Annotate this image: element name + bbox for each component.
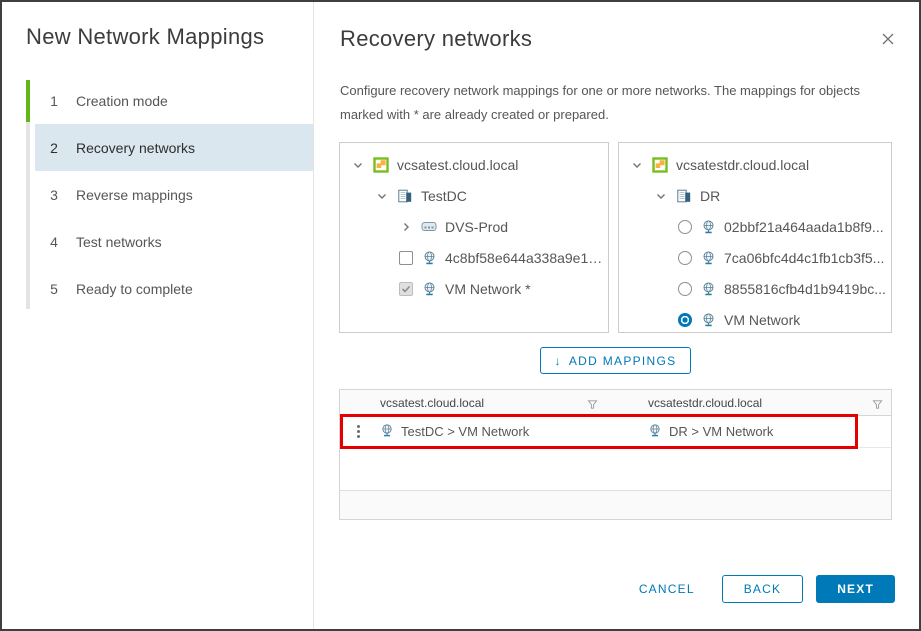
mapping-target-cell: DR > VM Network <box>644 423 891 441</box>
table-empty-area <box>340 448 891 491</box>
tree-node-label: vcsatestdr.cloud.local <box>676 156 810 173</box>
datacenter-icon <box>396 188 414 204</box>
network-radio-selected[interactable] <box>677 312 693 327</box>
sidebar-step-reverse-mappings[interactable]: 3 Reverse mappings <box>35 171 313 218</box>
tree-node-label: VM Network <box>724 311 801 328</box>
wizard-title: New Network Mappings <box>26 24 265 49</box>
wizard-steps: 1 Creation mode 2 Recovery networks 3 Re… <box>26 77 313 312</box>
mappings-table: vcsatest.cloud.local vcsatestdr.cloud.lo… <box>339 389 892 520</box>
network-radio[interactable] <box>677 281 693 296</box>
chevron-down-icon[interactable] <box>629 159 645 171</box>
network-icon <box>699 312 717 328</box>
network-icon <box>420 281 438 297</box>
mapping-target-path: DR > VM Network <box>669 424 774 439</box>
step-label: Reverse mappings <box>76 186 193 203</box>
step-label: Ready to complete <box>76 280 193 297</box>
chevron-down-icon[interactable] <box>350 159 366 171</box>
tree-node-target-datacenter[interactable]: DR <box>623 180 887 211</box>
sidebar-step-ready-to-complete[interactable]: 5 Ready to complete <box>35 265 313 312</box>
tree-node-source-datacenter[interactable]: TestDC <box>344 180 604 211</box>
step-track-completed <box>26 80 30 122</box>
tree-node-target-network-3[interactable]: VM Network <box>623 304 887 332</box>
tree-node-target-vcenter[interactable]: vcsatestdr.cloud.local <box>623 149 887 180</box>
dialog-footer: CANCEL BACK NEXT <box>633 575 895 603</box>
network-icon <box>699 219 717 235</box>
add-mappings-label: ADD MAPPINGS <box>568 353 677 368</box>
sidebar-step-recovery-networks[interactable]: 2 Recovery networks <box>35 124 313 171</box>
recovery-networks-pane: Recovery networks Configure recovery net… <box>314 2 919 629</box>
datacenter-icon <box>675 188 693 204</box>
vcenter-icon <box>651 156 669 173</box>
back-button[interactable]: BACK <box>721 575 804 603</box>
cancel-button[interactable]: CANCEL <box>633 575 701 603</box>
chevron-down-icon[interactable] <box>653 190 669 202</box>
tree-node-label: 02bbf21a464aada1b8f9... <box>724 218 884 235</box>
arrow-down-icon: ↓ <box>554 353 562 368</box>
filter-icon[interactable] <box>587 397 598 415</box>
chevron-right-icon[interactable] <box>398 221 414 233</box>
tree-node-target-network-0[interactable]: 02bbf21a464aada1b8f9... <box>623 211 887 242</box>
target-network-tree: vcsatestdr.cloud.local DR 02bbf21a464aad… <box>618 142 892 333</box>
sidebar-step-test-networks[interactable]: 4 Test networks <box>35 218 313 265</box>
step-number: 2 <box>50 139 58 156</box>
tree-node-source-vcenter[interactable]: vcsatest.cloud.local <box>344 149 604 180</box>
add-mappings-button[interactable]: ↓ ADD MAPPINGS <box>539 347 692 374</box>
mapping-table-row[interactable]: TestDC > VM Network DR > VM Network <box>340 416 891 448</box>
network-checkbox-checked-disabled[interactable] <box>398 281 414 296</box>
step-label: Test networks <box>76 233 162 250</box>
mapping-source-path: TestDC > VM Network <box>401 424 530 439</box>
network-icon <box>699 281 717 297</box>
tree-node-source-network-1[interactable]: VM Network * <box>344 273 604 304</box>
source-column-header: vcsatest.cloud.local <box>380 395 485 410</box>
step-number: 1 <box>50 92 58 109</box>
network-radio[interactable] <box>677 250 693 265</box>
tree-node-label: DR <box>700 187 721 204</box>
wizard-sidebar: New Network Mappings 1 Creation mode 2 R… <box>2 2 314 629</box>
table-header: vcsatest.cloud.local vcsatestdr.cloud.lo… <box>340 390 891 416</box>
page-title: Recovery networks <box>340 26 533 51</box>
tree-node-target-network-2[interactable]: 8855816cfb4d1b9419bc... <box>623 273 887 304</box>
filter-icon[interactable] <box>872 397 883 415</box>
distributed-switch-icon <box>420 220 438 233</box>
step-number: 3 <box>50 186 58 203</box>
tree-node-dvs-prod[interactable]: DVS-Prod <box>344 211 604 242</box>
tree-node-label: DVS-Prod <box>445 218 509 235</box>
step-number: 5 <box>50 280 58 297</box>
tree-node-label: VM Network * <box>445 280 531 297</box>
network-icon <box>420 250 438 266</box>
row-actions-kebab-icon[interactable] <box>354 422 363 441</box>
tree-node-label: vcsatest.cloud.local <box>397 156 519 173</box>
tree-node-source-network-0[interactable]: 4c8bf58e644a338a9e1c... <box>344 242 604 273</box>
network-checkbox[interactable] <box>398 250 414 265</box>
sidebar-step-creation-mode[interactable]: 1 Creation mode <box>35 77 313 124</box>
step-track <box>26 80 30 309</box>
mapping-source-cell: TestDC > VM Network <box>376 423 644 441</box>
tree-node-label: 7ca06bfc4d4c1fb1cb3f5... <box>724 249 885 266</box>
step-label: Recovery networks <box>76 139 196 156</box>
source-network-tree: vcsatest.cloud.local TestDC DVS-Prod 4c8… <box>339 142 609 333</box>
network-radio[interactable] <box>677 219 693 234</box>
tree-node-label: 4c8bf58e644a338a9e1c... <box>445 249 604 266</box>
tree-node-label: 8855816cfb4d1b9419bc... <box>724 280 886 297</box>
step-number: 4 <box>50 233 58 250</box>
target-column-header: vcsatestdr.cloud.local <box>648 395 763 410</box>
tree-node-target-network-1[interactable]: 7ca06bfc4d4c1fb1cb3f5... <box>623 242 887 273</box>
tree-node-label: TestDC <box>421 187 467 204</box>
next-button[interactable]: NEXT <box>816 575 895 603</box>
description-text: Configure recovery network mappings for … <box>340 83 861 122</box>
close-icon[interactable] <box>879 30 897 48</box>
network-icon <box>648 423 662 441</box>
step-label: Creation mode <box>76 92 168 109</box>
chevron-down-icon[interactable] <box>374 190 390 202</box>
table-footer <box>340 491 891 519</box>
vcenter-icon <box>372 156 390 173</box>
network-icon <box>380 423 394 441</box>
network-icon <box>699 250 717 266</box>
